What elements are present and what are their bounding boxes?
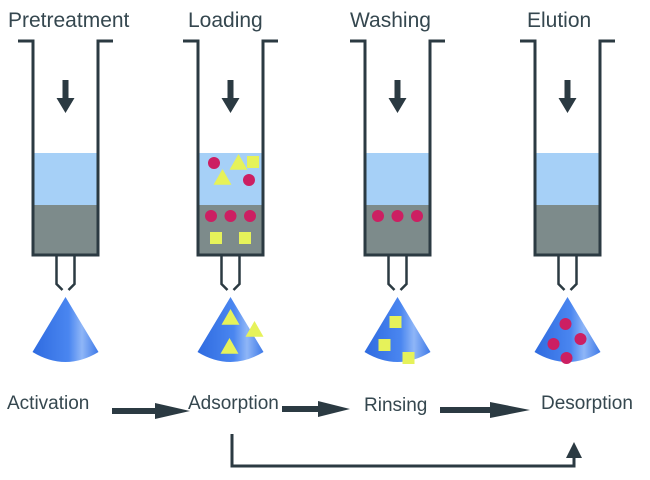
analyte-circle bbox=[205, 210, 217, 222]
matrix-triangle bbox=[221, 309, 240, 325]
process-label-adsorption: Adsorption bbox=[188, 393, 279, 414]
flow-down-arrow-icon bbox=[56, 80, 75, 113]
cartridge-outline bbox=[183, 39, 278, 257]
analyte-circle bbox=[224, 210, 237, 222]
outlet-tip-right bbox=[67, 255, 76, 291]
sorbent-bed bbox=[33, 205, 98, 255]
matrix-square bbox=[402, 352, 415, 364]
spe-cartridge-elution bbox=[520, 39, 615, 364]
flow-down-arrow-icon bbox=[221, 80, 240, 113]
stage-title-washing: Washing bbox=[350, 9, 431, 32]
matrix-triangle bbox=[213, 169, 232, 185]
flow-down-arrow-icon bbox=[388, 80, 407, 113]
matrix-triangle bbox=[245, 321, 264, 337]
outlet-tip-left bbox=[220, 255, 229, 291]
matrix-triangle bbox=[220, 338, 239, 354]
stage-title-pretreatment: Pretreatment bbox=[8, 9, 130, 32]
matrix-square bbox=[210, 232, 222, 244]
outlet-tip-right bbox=[569, 255, 578, 291]
matrix-square bbox=[247, 156, 259, 168]
analyte-circle bbox=[411, 210, 423, 222]
eluate-cone bbox=[32, 297, 99, 362]
stage-title-elution: Elution bbox=[527, 9, 591, 32]
spe-cartridge-pretreatment bbox=[18, 39, 113, 362]
analyte-circle bbox=[391, 210, 404, 222]
flow-arrow-bypass-adsorption-to-desorption bbox=[230, 434, 582, 468]
solvent-layer bbox=[33, 153, 98, 205]
outlet-tip-right bbox=[232, 255, 241, 291]
flow-arrow-rinsing-to-desorption bbox=[440, 402, 530, 418]
stage-title-loading: Loading bbox=[188, 9, 263, 32]
eluate-cone bbox=[364, 297, 431, 362]
analyte-circle bbox=[560, 352, 573, 364]
matrix-square bbox=[378, 339, 391, 351]
eluate-cone bbox=[197, 297, 264, 362]
process-label-rinsing: Rinsing bbox=[364, 395, 427, 416]
outlet-tip-left bbox=[387, 255, 396, 291]
flow-down-arrow-icon bbox=[558, 80, 577, 113]
spe-cartridge-loading bbox=[183, 39, 278, 362]
analyte-circle bbox=[208, 157, 220, 169]
cartridge-outline bbox=[18, 39, 113, 257]
matrix-square bbox=[239, 232, 251, 244]
solvent-layer bbox=[365, 153, 430, 205]
process-label-activation: Activation bbox=[7, 393, 89, 414]
cartridge-outline bbox=[350, 39, 445, 257]
analyte-circle bbox=[574, 333, 587, 345]
matrix-square bbox=[389, 316, 402, 328]
solvent-layer bbox=[535, 153, 600, 205]
sorbent-bed bbox=[535, 205, 600, 255]
outlet-tip-left bbox=[557, 255, 566, 291]
cartridge-outline bbox=[520, 39, 615, 257]
matrix-triangle bbox=[229, 154, 248, 170]
spe-cartridge-washing bbox=[350, 39, 445, 364]
flow-arrow-adsorption-to-rinsing bbox=[282, 401, 350, 417]
outlet-tip-left bbox=[55, 255, 64, 291]
outlet-tip-right bbox=[399, 255, 408, 291]
analyte-circle bbox=[547, 338, 560, 350]
flow-arrow-activation-to-adsorption bbox=[112, 403, 190, 419]
process-label-desorption: Desorption bbox=[541, 393, 633, 414]
analyte-circle bbox=[559, 318, 572, 330]
analyte-circle bbox=[243, 174, 255, 186]
analyte-circle bbox=[244, 210, 256, 222]
analyte-circle bbox=[372, 210, 384, 222]
